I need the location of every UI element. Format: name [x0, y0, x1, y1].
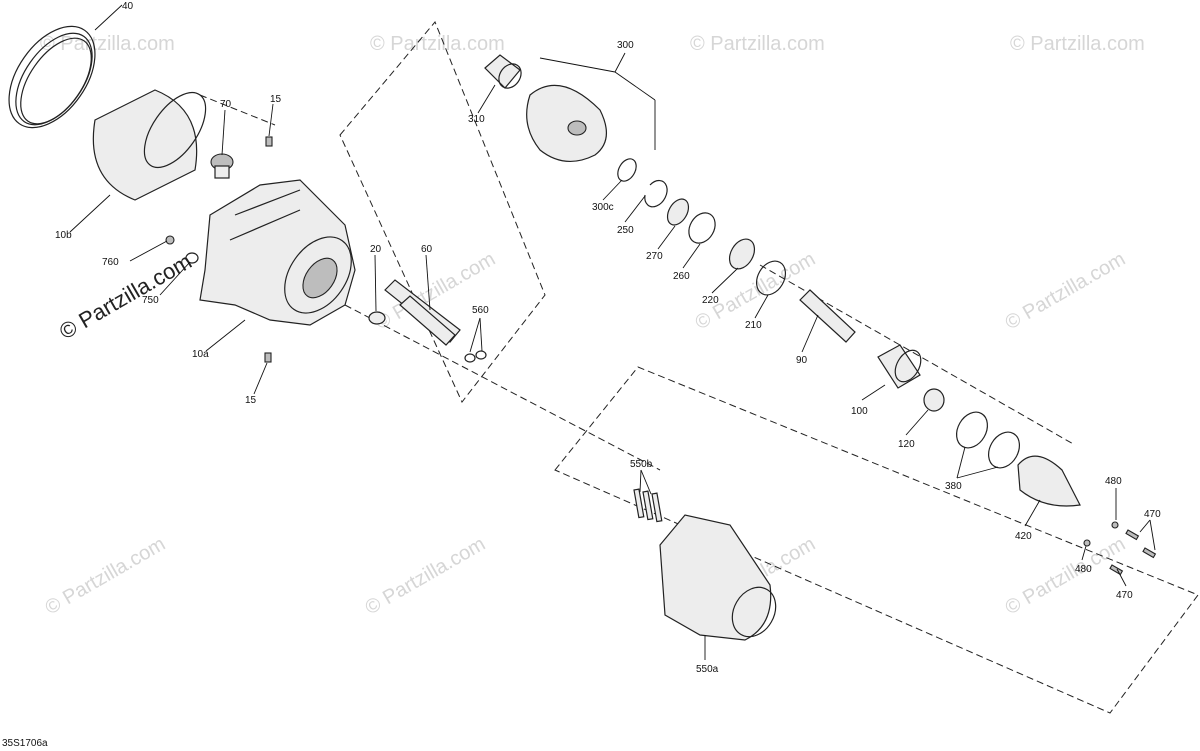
anode-part	[633, 488, 663, 523]
callout-15-bottom: 15	[245, 395, 257, 406]
callout-760: 760	[102, 257, 119, 268]
bearing-sleeve-part	[484, 54, 522, 89]
callout-470-bottom: 470	[1116, 590, 1133, 601]
shaft-part	[799, 289, 856, 343]
pump-housing-part	[199, 179, 356, 326]
watermark: © Partzilla.com	[690, 33, 825, 55]
watermark: © Partzilla.com	[42, 533, 170, 619]
watermark: © Partzilla.com	[1002, 248, 1130, 334]
callout-480-top: 480	[1105, 476, 1122, 487]
callout-300c: 300c	[592, 202, 614, 213]
callout-labels: 40 10b 70 15 760 750 10a 15 20 60 560 31…	[55, 1, 1161, 675]
callout-120: 120	[898, 439, 915, 450]
o-ring-large-part	[955, 411, 1021, 469]
wear-ring-part	[8, 25, 96, 129]
o-ring-small-part	[464, 350, 487, 363]
callout-380: 380	[945, 481, 962, 492]
callout-470-top: 470	[1144, 509, 1161, 520]
callout-220: 220	[702, 295, 719, 306]
dashed-group-box-upper	[339, 21, 546, 403]
nut-part	[923, 388, 945, 412]
ring-stack-part	[617, 158, 787, 296]
plug-part	[210, 153, 234, 179]
callout-60: 60	[421, 244, 433, 255]
partzilla-watermark: © Partzilla.com	[55, 249, 196, 345]
bearing-part	[877, 344, 922, 389]
impeller-part	[526, 84, 607, 162]
callout-270: 270	[646, 251, 663, 262]
callout-100: 100	[851, 406, 868, 417]
callout-550b: 550b	[630, 459, 653, 470]
callout-210: 210	[745, 320, 762, 331]
bushing-part	[368, 311, 386, 325]
liner-sleeve-part	[92, 89, 207, 201]
dashed-group-box-lower	[554, 366, 1199, 714]
callout-750: 750	[142, 295, 159, 306]
axis-dash	[199, 94, 276, 126]
tube-part	[384, 279, 461, 346]
callout-310: 310	[468, 114, 485, 125]
callout-10a: 10a	[192, 349, 209, 360]
callout-480-bottom: 480	[1075, 564, 1092, 575]
callout-250: 250	[617, 225, 634, 236]
callout-420: 420	[1015, 531, 1032, 542]
callout-560: 560	[472, 305, 489, 316]
watermark: © Partzilla.com	[1002, 533, 1130, 619]
callout-10b: 10b	[55, 230, 72, 241]
callout-300: 300	[617, 40, 634, 51]
leader-lines	[69, 4, 1156, 660]
callout-15-top: 15	[270, 94, 282, 105]
callout-70: 70	[220, 99, 232, 110]
callout-260: 260	[673, 271, 690, 282]
screw-part	[264, 136, 273, 363]
cone-cap-part	[1017, 455, 1081, 507]
axis-dash	[344, 304, 661, 471]
callout-90: 90	[796, 355, 808, 366]
venturi-part	[659, 514, 777, 641]
drawing-code: 35S1706a	[2, 738, 48, 749]
callout-40: 40	[122, 1, 134, 12]
watermark: © Partzilla.com	[362, 533, 490, 619]
watermark: © Partzilla.com	[1010, 33, 1145, 55]
watermark: © Partzilla.com	[370, 33, 505, 55]
small-fasteners-part	[165, 235, 199, 264]
callout-550a: 550a	[696, 664, 719, 675]
callout-20: 20	[370, 244, 382, 255]
cone-fasteners-part	[1083, 521, 1157, 576]
